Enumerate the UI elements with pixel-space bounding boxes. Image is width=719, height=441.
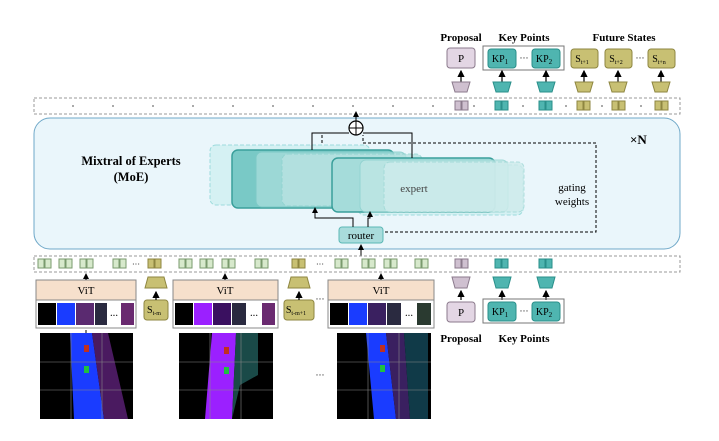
keypoints-top-box	[482, 45, 565, 71]
proposal-token-top-text: P	[458, 53, 464, 65]
kp2-bottom-encoder	[536, 276, 556, 289]
vit-ellipsis-1: ···	[110, 311, 118, 320]
proposal-top-label: Proposal	[440, 32, 481, 44]
kp1-token-top-text: KP1	[492, 54, 509, 66]
bottom-token-strip	[33, 255, 681, 273]
top-token-strip-tokens	[454, 100, 669, 111]
kp-bottom-ellipsis: ···	[520, 306, 529, 316]
top-token-strip-dots	[72, 105, 642, 107]
kp-top-ellipsis: ···	[520, 53, 529, 63]
router-box	[338, 226, 384, 244]
future-state-tn-text: St+n	[652, 54, 666, 66]
gating-label-line1: gating	[558, 182, 586, 194]
future-states-label: Future States	[592, 32, 656, 44]
kp2-token-bottom	[531, 301, 561, 322]
future-t2-decoder	[608, 81, 628, 93]
vit-ellipsis-2: ···	[250, 311, 258, 320]
kp1-token-top	[487, 48, 517, 69]
kp2-token-top	[531, 48, 561, 69]
state-tm-text: St-m	[147, 305, 161, 317]
bev-ellipsis: ···	[316, 370, 325, 380]
bottom-strip-ellipsis-2: ···	[316, 260, 324, 269]
vit-label-3: ViT	[372, 285, 389, 297]
kp2-top-decoder	[536, 81, 556, 93]
state-tm1-text: St-m+1	[286, 305, 306, 317]
expert-right-3	[383, 161, 525, 213]
state-tm-encoder	[144, 276, 168, 289]
router-to-expert-right	[367, 211, 373, 227]
bev-frame-3	[337, 333, 431, 419]
proposal-bottom-label: Proposal	[440, 333, 481, 345]
kp2-token-top-text: KP2	[536, 54, 553, 66]
future-state-tn	[647, 48, 676, 69]
proposal-token-bottom	[446, 301, 476, 323]
moe-title-line1: Mixtral of Experts	[81, 154, 180, 168]
bev-frame-2	[179, 333, 273, 419]
kp1-token-bottom	[487, 301, 517, 322]
proposal-top-decoder	[451, 81, 471, 93]
proposal-bottom-encoder	[451, 276, 471, 289]
future-state-t1-text: St+1	[575, 54, 589, 66]
future-state-t2	[604, 48, 633, 69]
times-n-label: ×N	[630, 132, 647, 147]
kp1-top-decoder	[492, 81, 512, 93]
kp1-bottom-encoder	[492, 276, 512, 289]
keypoints-bottom-label: Key Points	[498, 333, 550, 345]
expert-left-to-sum	[311, 132, 349, 150]
gating-label-line2: weights	[555, 196, 589, 208]
future-t1-decoder	[574, 81, 594, 93]
expert-right-to-sum	[363, 132, 413, 158]
bottom-strip-ellipsis-1: ···	[132, 260, 140, 269]
bottom-token-strip-tokens	[37, 258, 553, 269]
gating-weights-path	[362, 135, 597, 233]
moe-title-line2: (MoE)	[114, 170, 149, 184]
proposal-token-bottom-text: P	[458, 307, 464, 319]
router-label: router	[348, 230, 375, 242]
vit-label-2: ViT	[216, 285, 233, 297]
expert-label: expert	[400, 183, 427, 195]
vit-between-ellipsis: ···	[316, 294, 325, 304]
state-tm1-encoder	[287, 276, 311, 289]
kp1-token-bottom-text: KP1	[492, 307, 509, 319]
future-state-t1	[570, 48, 599, 69]
bev-frame-1	[40, 333, 133, 419]
future-states-ellipsis: ···	[636, 53, 645, 63]
proposal-token-top	[446, 47, 476, 69]
router-to-expert-left	[312, 207, 354, 227]
kp2-token-bottom-text: KP2	[536, 307, 553, 319]
keypoints-bottom-box	[482, 298, 565, 324]
future-tn-decoder	[651, 81, 671, 93]
vit-label-1: ViT	[77, 285, 94, 297]
future-state-t2-text: St+2	[609, 54, 623, 66]
keypoints-top-label: Key Points	[498, 32, 550, 44]
vit-ellipsis-3: ···	[405, 311, 413, 320]
